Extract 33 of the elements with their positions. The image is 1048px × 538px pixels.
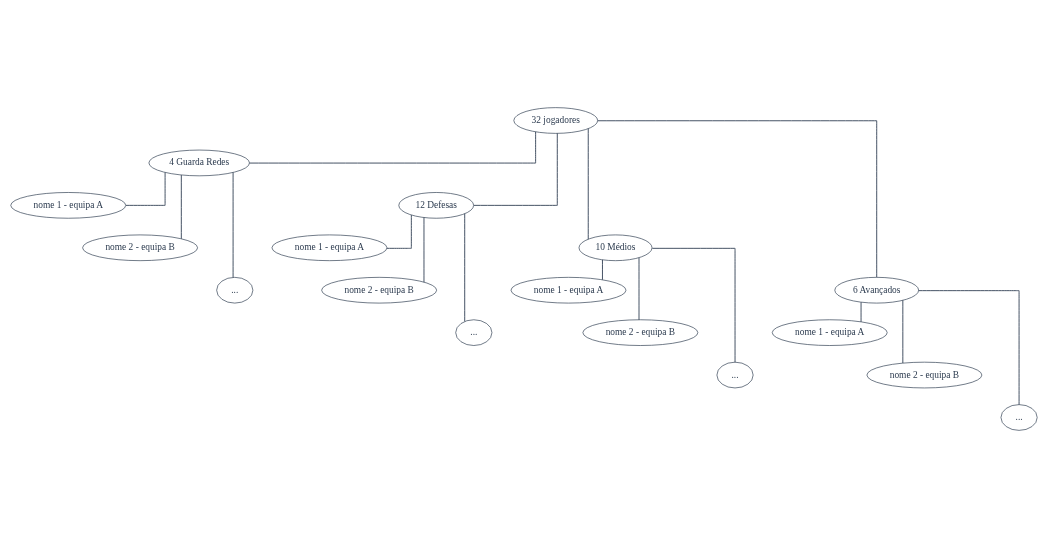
- node-ellipse: ...: [216, 277, 254, 304]
- node-ellipse: nome 1 - equipa A: [771, 319, 888, 346]
- connector: [249, 131, 537, 164]
- connector: [473, 132, 558, 206]
- connector: [232, 172, 234, 278]
- node-ellipse: 6 Avançados: [834, 277, 919, 304]
- connector: [918, 290, 1020, 406]
- connector: [423, 217, 425, 283]
- connector: [587, 128, 589, 240]
- node-ellipse: nome 1 - equipa A: [510, 277, 627, 304]
- node-ellipse: nome 2 - equipa B: [321, 277, 437, 304]
- node-ellipse: ...: [1000, 404, 1038, 431]
- node-ellipse: 12 Defesas: [398, 192, 474, 219]
- connector: [597, 120, 878, 278]
- connector: [125, 172, 166, 206]
- connector: [180, 174, 182, 240]
- node-ellipse: ...: [716, 361, 754, 389]
- node-ellipse: nome 1 - equipa A: [10, 192, 127, 219]
- node-ellipse: nome 2 - equipa B: [82, 234, 198, 261]
- node-ellipse: nome 2 - equipa B: [582, 319, 699, 346]
- connector: [860, 301, 862, 323]
- node-ellipse: 32 jogadores: [513, 107, 598, 134]
- node-ellipse: 10 Médios: [578, 234, 653, 261]
- connector: [386, 214, 412, 249]
- node-ellipse: nome 2 - equipa B: [866, 361, 983, 389]
- connector: [602, 259, 603, 281]
- node-ellipse: ...: [455, 319, 493, 346]
- node-ellipse: 4 Guarda Redes: [148, 149, 250, 177]
- connector: [464, 213, 466, 322]
- connector: [651, 247, 736, 363]
- connector: [902, 299, 904, 364]
- node-ellipse: nome 1 - equipa A: [271, 234, 388, 261]
- connector: [638, 257, 640, 321]
